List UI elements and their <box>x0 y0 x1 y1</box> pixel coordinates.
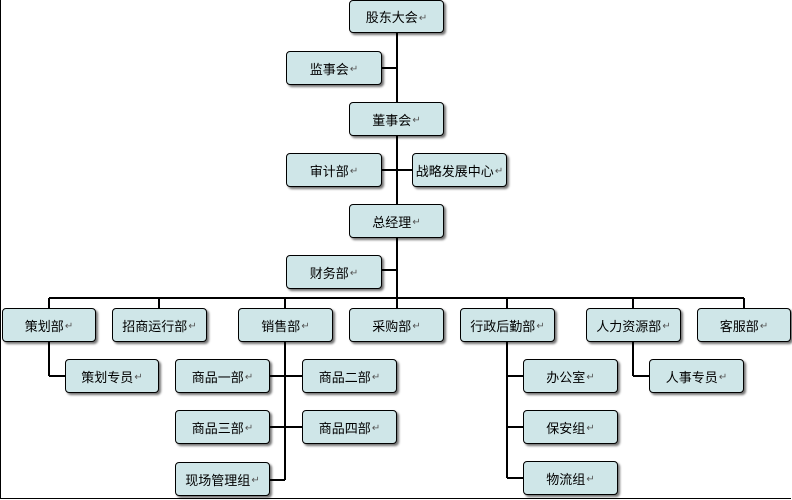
node-audit: 审计部↵ <box>286 153 382 187</box>
node-label: 客服部 <box>719 319 759 335</box>
paragraph-mark: ↵ <box>349 268 359 279</box>
node-label: 商品四部 <box>318 421 371 437</box>
node-onsite-mgmt: 现场管理组↵ <box>175 462 270 496</box>
node-office: 办公室↵ <box>523 359 618 393</box>
node-label: 监事会 <box>309 62 349 78</box>
paragraph-mark: ↵ <box>536 321 545 332</box>
paragraph-mark: ↵ <box>371 423 381 434</box>
paragraph-mark: ↵ <box>418 12 428 24</box>
paragraph-mark: ↵ <box>188 321 197 332</box>
node-label: 总经理 <box>372 215 412 231</box>
node-label: 销售部 <box>261 319 301 335</box>
node-hr-spec: 人事专员↵ <box>649 359 744 393</box>
node-label: 董事会 <box>372 113 412 129</box>
paragraph-mark: ↵ <box>244 372 254 383</box>
paragraph-mark: ↵ <box>349 166 359 177</box>
node-label: 人力资源部 <box>596 319 662 335</box>
paragraph-mark: ↵ <box>349 64 359 75</box>
paragraph-mark: ↵ <box>494 166 504 177</box>
paragraph-mark: ↵ <box>759 321 769 332</box>
node-finance: 财务部↵ <box>286 255 382 289</box>
node-label: 商品一部 <box>191 370 244 386</box>
node-goods1: 商品一部↵ <box>175 359 270 393</box>
node-board: 董事会↵ <box>349 102 444 136</box>
node-strategy: 战略发展中心↵ <box>412 153 507 187</box>
paragraph-mark: ↵ <box>412 217 421 228</box>
node-sales: 销售部↵ <box>238 308 333 342</box>
node-gm: 总经理↵ <box>349 204 444 238</box>
node-hr: 人力资源部↵ <box>586 308 681 342</box>
node-planning: 策划部↵ <box>2 308 96 342</box>
node-label: 战略发展中心 <box>415 164 494 180</box>
paragraph-mark: ↵ <box>412 115 421 126</box>
paragraph-mark: ↵ <box>412 321 421 332</box>
node-label: 财务部 <box>309 266 349 282</box>
node-goods4: 商品四部↵ <box>302 410 397 444</box>
node-customer-service: 客服部↵ <box>697 308 791 342</box>
node-supervisory: 监事会↵ <box>286 51 382 85</box>
node-label: 股东大会 <box>365 11 418 26</box>
node-label: 商品二部 <box>318 370 371 386</box>
node-label: 策划部 <box>24 319 64 335</box>
paragraph-mark: ↵ <box>134 372 143 383</box>
paragraph-mark: ↵ <box>586 423 595 434</box>
paragraph-mark: ↵ <box>64 321 74 332</box>
node-label: 办公室 <box>546 370 586 386</box>
paragraph-mark: ↵ <box>718 372 728 383</box>
node-label: 招商运行部 <box>122 319 188 335</box>
paragraph-mark: ↵ <box>586 372 595 383</box>
paragraph-mark: ↵ <box>251 475 260 486</box>
node-label: 商品三部 <box>191 421 244 437</box>
node-planning-spec: 策划专员↵ <box>65 359 159 393</box>
node-label: 采购部 <box>372 319 412 335</box>
paragraph-mark: ↵ <box>244 423 254 434</box>
node-label: 物流组 <box>546 472 586 488</box>
node-logistics: 物流组↵ <box>523 461 618 495</box>
node-investment: 招商运行部↵ <box>112 308 207 342</box>
paragraph-mark: ↵ <box>662 321 671 332</box>
paragraph-mark: ↵ <box>301 321 310 332</box>
node-label: 策划专员 <box>81 370 134 386</box>
paragraph-mark: ↵ <box>586 474 595 485</box>
node-label: 现场管理组 <box>185 473 251 489</box>
node-label: 保安组 <box>546 421 586 437</box>
node-security: 保安组↵ <box>523 410 618 444</box>
node-label: 人事专员 <box>665 370 718 386</box>
paragraph-mark: ↵ <box>371 372 381 383</box>
node-label: 行政后勤部 <box>470 319 536 335</box>
node-admin: 行政后勤部↵ <box>460 308 555 342</box>
node-goods2: 商品二部↵ <box>302 359 397 393</box>
node-goods3: 商品三部↵ <box>175 410 270 444</box>
node-shareholders: 股东大会↵ <box>349 0 444 33</box>
node-label: 审计部 <box>309 164 349 180</box>
node-purchasing: 采购部↵ <box>349 308 444 342</box>
